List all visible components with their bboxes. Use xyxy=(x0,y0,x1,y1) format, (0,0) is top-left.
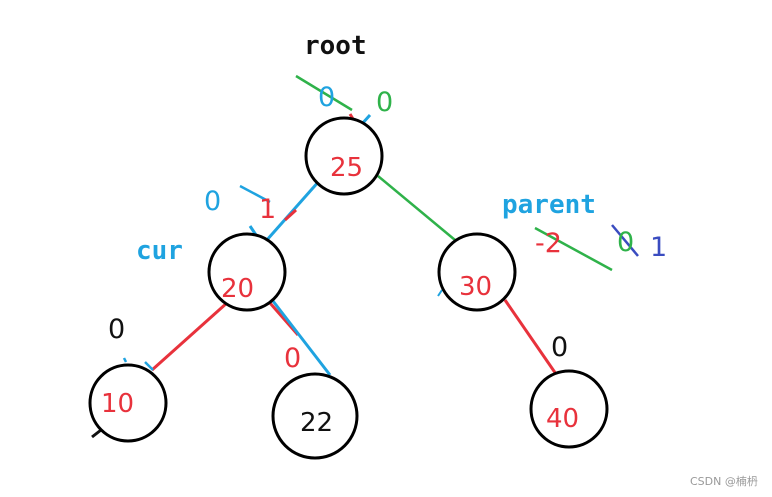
root-green-slash xyxy=(295,74,353,112)
n30-balance-red: -2 xyxy=(535,228,562,259)
node-10-value: 10 xyxy=(101,389,134,419)
cur-label: cur xyxy=(136,236,183,266)
node-40 xyxy=(529,369,609,449)
n30-blue-tick xyxy=(437,289,443,297)
n30-balance-navy: 1 xyxy=(650,232,667,263)
node-20 xyxy=(207,232,287,312)
n20-red-mark xyxy=(283,208,298,222)
n10-blue-tick xyxy=(122,357,128,363)
edge-20-22-blue xyxy=(271,300,332,376)
edge-30-40-red xyxy=(503,299,558,375)
n20-balance-red: 1 xyxy=(259,194,276,225)
root-label: root xyxy=(304,31,367,61)
n10-balance: 0 xyxy=(108,314,125,345)
n10-black-tick xyxy=(91,428,102,439)
n40-balance: 0 xyxy=(551,332,568,363)
root-balance-blue: 0 xyxy=(318,82,335,113)
n30-green-slash xyxy=(534,226,613,272)
n30-navy-slash xyxy=(611,224,639,257)
n20-balance-blue: 0 xyxy=(204,186,221,217)
root-balance-green: 0 xyxy=(376,87,393,118)
parent-label: parent xyxy=(502,190,596,220)
n22-balance: 0 xyxy=(284,343,301,374)
node-10 xyxy=(88,363,168,443)
edge-25-30-green xyxy=(377,175,456,241)
n20-blue-slash xyxy=(239,184,271,204)
n30-balance-green: 0 xyxy=(617,227,634,258)
node-25 xyxy=(304,116,384,196)
node-30 xyxy=(437,232,517,312)
node-25-value: 25 xyxy=(330,153,363,183)
edge-25-20-blue xyxy=(264,179,322,242)
node-30-value: 30 xyxy=(459,272,492,302)
edge-20-10-red xyxy=(150,300,230,372)
node-40-value: 40 xyxy=(546,404,579,434)
watermark: CSDN @楠枬 xyxy=(690,474,758,488)
node-22 xyxy=(271,372,359,460)
node-20-value: 20 xyxy=(221,274,254,304)
node-22-value: 22 xyxy=(300,408,333,438)
n10-blue-hook xyxy=(144,361,154,371)
